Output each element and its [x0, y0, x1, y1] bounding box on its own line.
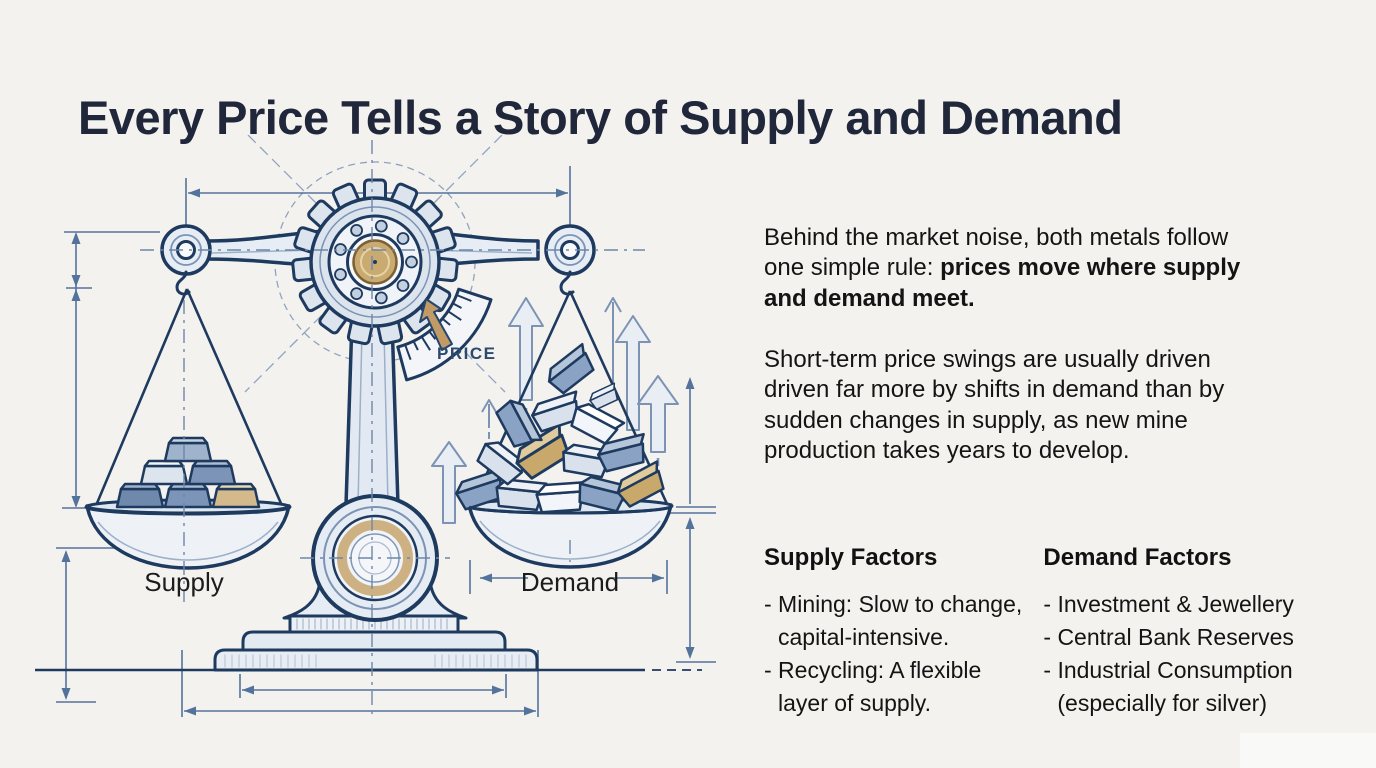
price-arrow-icon — [419, 298, 453, 351]
scale-base — [35, 578, 702, 672]
ingot — [163, 482, 213, 509]
up-arrow — [508, 297, 544, 401]
column-hub — [311, 494, 439, 622]
up-arrow — [481, 399, 497, 413]
demand-factors-column: Demand Factors - Investment & Jewellery … — [1043, 543, 1324, 720]
list-item: - Mining: Slow to change, capital-intens… — [764, 591, 1023, 650]
intro-paragraph-2: Short-term price swings are usually driv… — [764, 345, 1225, 465]
ingot — [163, 436, 213, 463]
supply-pan-rim — [86, 505, 290, 515]
list-item: - Industrial Consumption (especially for… — [1043, 657, 1293, 716]
supply-factors-column: Supply Factors - Mining: Slow to change,… — [764, 543, 1025, 720]
ingot — [211, 482, 261, 509]
hook-icon — [175, 270, 191, 296]
demand-pan-rim — [468, 505, 672, 515]
text-panel: Behind the market noise, both metals fol… — [764, 192, 1324, 720]
metal-ingots-pile — [455, 342, 665, 514]
intro-paragraphs: Behind the market noise, both metals fol… — [764, 192, 1324, 497]
ingot — [547, 342, 595, 395]
supply-factors-heading: Supply Factors — [764, 544, 938, 571]
intro-text-bold: prices move where supply and demand meet… — [764, 254, 1241, 312]
list-item: - Investment & Jewellery — [1043, 591, 1294, 617]
demand-factors-list: - Investment & Jewellery - Central Bank … — [1043, 588, 1324, 720]
price-dial: PRICE — [396, 287, 496, 382]
bearing-balls — [334, 219, 418, 305]
list-item: - Central Bank Reserves — [1043, 624, 1294, 650]
ingot — [495, 399, 543, 448]
intro-text-regular: Behind the market noise, both metals fol… — [764, 223, 1229, 282]
intro-paragraph-1: Behind the market noise, both metals fol… — [764, 223, 1324, 315]
ingot — [187, 459, 237, 486]
ingot — [535, 480, 587, 514]
demand-pan — [466, 497, 674, 569]
factors-section: Supply Factors - Mining: Slow to change,… — [764, 543, 1324, 720]
watermark-area — [1240, 733, 1376, 768]
centerlines — [140, 140, 645, 716]
demand-up-arrows — [431, 297, 679, 524]
ingot — [570, 402, 626, 445]
ingot — [115, 482, 165, 509]
up-arrow — [637, 375, 679, 453]
ingot — [139, 459, 189, 486]
page-title: Every Price Tells a Story of Supply and … — [78, 91, 1123, 145]
gear-icon — [291, 178, 459, 346]
up-arrow — [615, 315, 651, 431]
ingot — [531, 390, 580, 433]
hook-icon — [559, 270, 575, 296]
demand-factors-heading: Demand Factors — [1043, 544, 1232, 571]
gold-bars-stack — [115, 436, 261, 509]
demand-label: Demand — [521, 567, 619, 597]
ingot — [589, 382, 619, 411]
ingot — [596, 432, 645, 473]
balance-scale-diagram: PRICE Supply Demand — [35, 135, 716, 717]
ingot — [616, 460, 665, 508]
supply-label: Supply — [144, 567, 224, 597]
supply-factors-list: - Mining: Slow to change, capital-intens… — [764, 588, 1025, 720]
up-arrow — [604, 297, 622, 313]
price-label: PRICE — [437, 344, 496, 363]
up-arrow — [431, 441, 467, 524]
list-item: - Recycling: A flexible layer of supply. — [764, 657, 982, 716]
